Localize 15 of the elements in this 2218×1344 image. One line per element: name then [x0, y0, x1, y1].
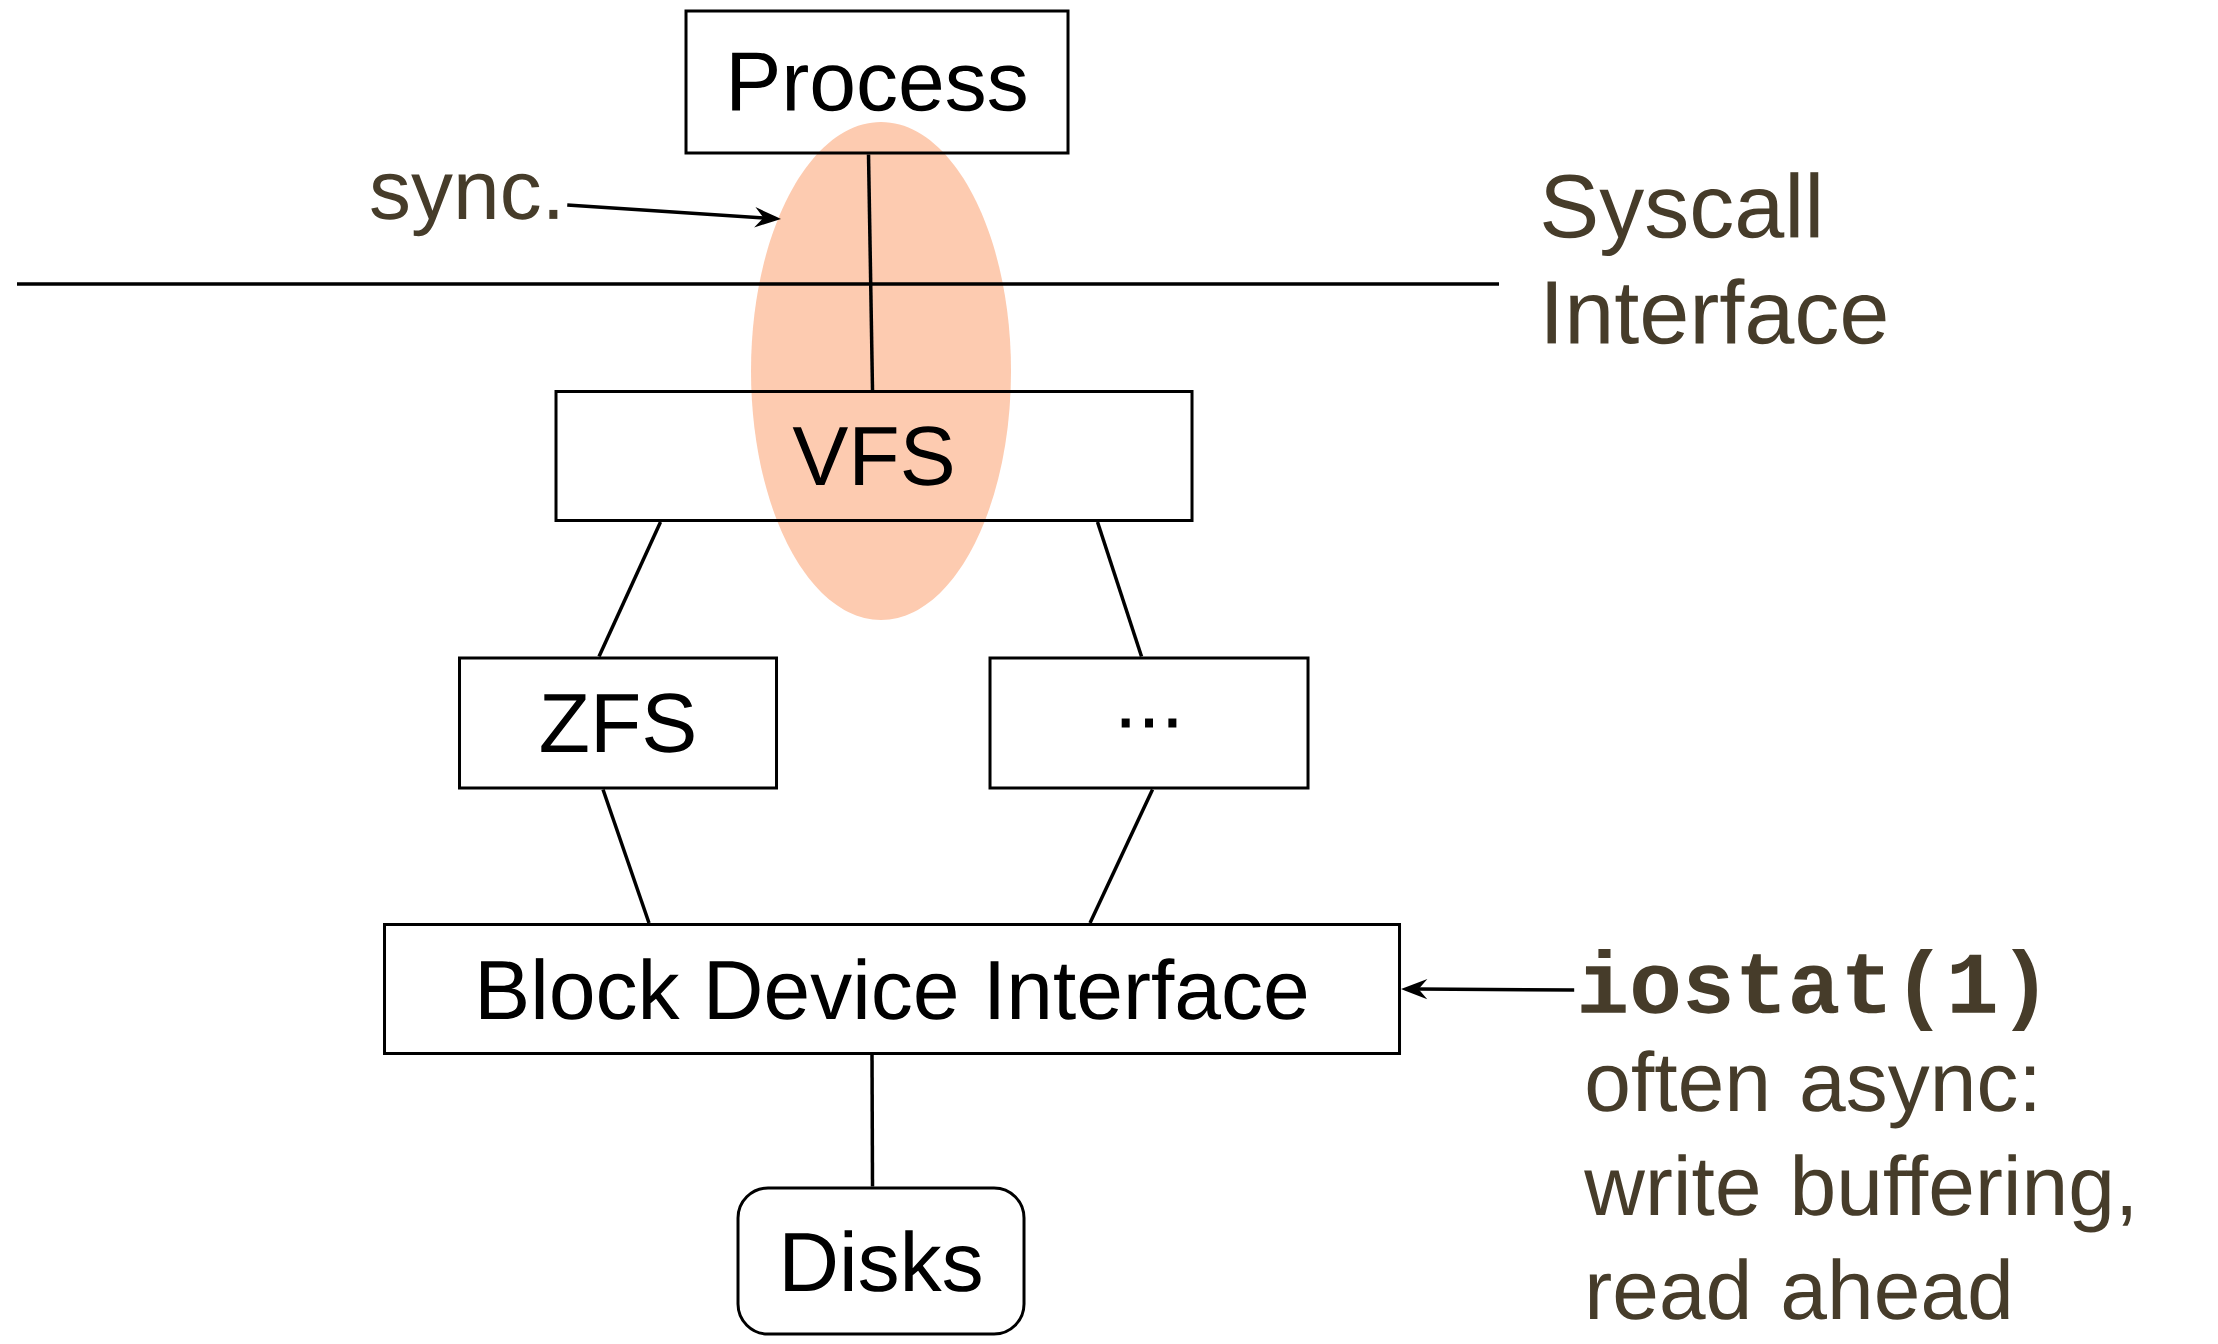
process-box: Process — [684, 9, 1070, 155]
connector-line — [866, 154, 875, 391]
connector-line — [870, 1055, 875, 1187]
layer-box: VFS — [554, 390, 1194, 522]
text-label: sync. — [371, 173, 558, 237]
layer-box: ... — [988, 656, 1310, 790]
connector-line — [1095, 521, 1144, 658]
layer-box: Block Device Interface — [383, 923, 1401, 1055]
connector-line — [597, 521, 663, 658]
connector-line — [1088, 788, 1155, 924]
interface-label: Syscall Interface — [1543, 172, 1886, 345]
note-text: often async: write buffering, read ahead — [1584, 1050, 2131, 1320]
connector-line — [601, 788, 651, 924]
layer-box: ZFS — [458, 656, 778, 790]
command-text: iostat(1) — [1581, 949, 2037, 1031]
